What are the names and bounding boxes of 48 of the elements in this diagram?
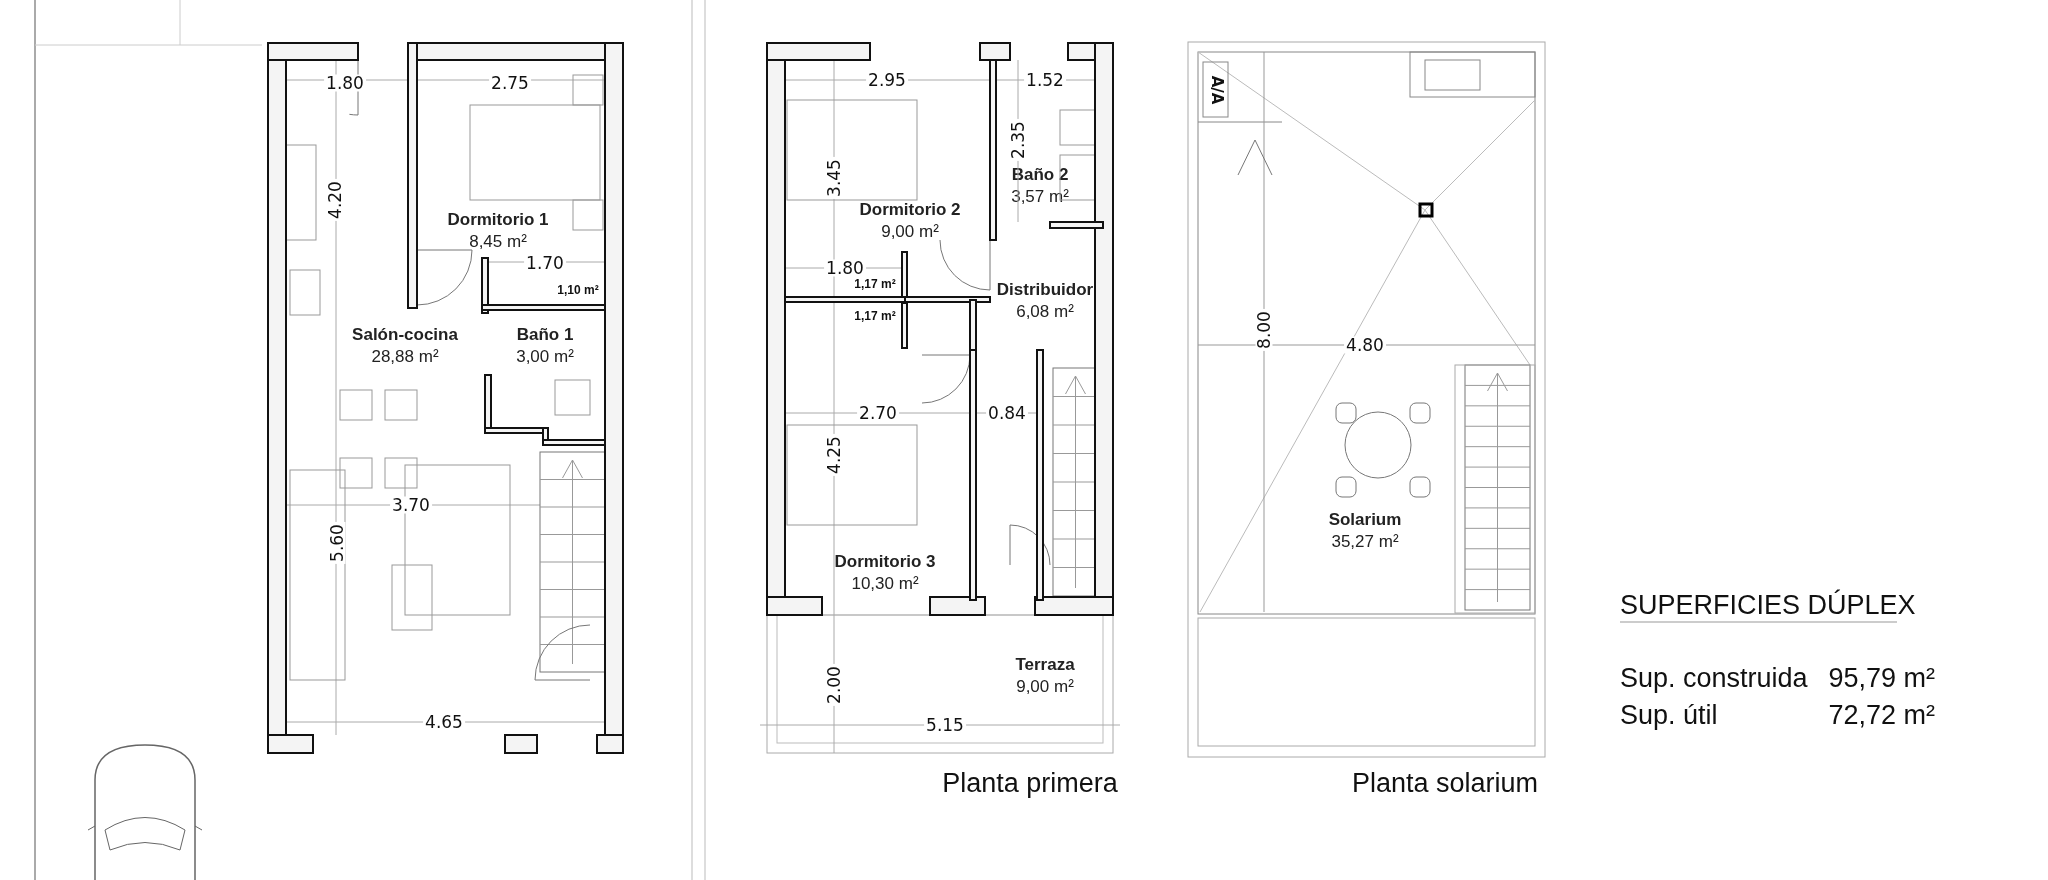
room-name: Dormitorio 1	[447, 210, 549, 228]
room-name: Baño 2	[1011, 165, 1069, 183]
dimension-label: 1.80	[324, 74, 366, 92]
area-value: 1,10 m²	[555, 284, 601, 296]
area-value: 1,17 m²	[852, 278, 898, 290]
dimension-label: 1.80	[824, 259, 866, 277]
plan-caption: Planta primera	[942, 769, 1118, 797]
dimension-label: 5.60	[328, 522, 346, 564]
room-area-value: 3,00 m²	[516, 347, 574, 365]
room-name: Dormitorio 3	[834, 552, 936, 570]
area-value: 1,17 m²	[852, 310, 898, 322]
room-name: Solarium	[1328, 510, 1402, 528]
dimension-label: 0.84	[986, 404, 1028, 422]
room-area-value: 6,08 m²	[1016, 302, 1074, 320]
dimension-label: 4.25	[825, 434, 843, 476]
room-area-value: 35,27 m²	[1331, 532, 1399, 550]
dimension-label: 2.75	[489, 74, 531, 92]
room-name: Distribuidor	[996, 280, 1094, 298]
room-name: Dormitorio 2	[859, 200, 961, 218]
room-name: Salón-cocina	[352, 325, 458, 343]
room-area-value: 9,00 m²	[1016, 677, 1074, 695]
dimension-label: 5.15	[924, 716, 966, 734]
room-name: Terraza	[1015, 655, 1075, 673]
room-area-value: 3,57 m²	[1011, 187, 1069, 205]
room-area-value: 10,30 m²	[851, 574, 919, 592]
dimension-label: 1.70	[524, 254, 566, 272]
dimension-label: 2.95	[866, 71, 908, 89]
dimension-label: 2.00	[825, 664, 843, 706]
dimension-label: 2.70	[857, 404, 899, 422]
dimension-label: 1.52	[1024, 71, 1066, 89]
dimension-label: 3.70	[390, 496, 432, 514]
dimension-label: 4.20	[326, 179, 344, 221]
room-area-value: 8,45 m²	[469, 232, 527, 250]
dimension-label: 2.35	[1009, 119, 1027, 161]
area-label: Sup. construida	[1620, 664, 1808, 692]
section-heading: SUPERFICIES DÚPLEX	[1620, 591, 1916, 619]
equipment-label: A/A	[1208, 75, 1224, 105]
plan-caption: Planta solarium	[1351, 769, 1539, 797]
room-area-value: 9,00 m²	[881, 222, 939, 240]
area-value: 95,79 m²	[1828, 664, 1935, 692]
area-label: Sup. útil	[1620, 701, 1718, 729]
area-value: 72,72 m²	[1828, 701, 1935, 729]
room-name: Baño 1	[516, 325, 574, 343]
dimension-label: 4.65	[423, 713, 465, 731]
dimension-label: 8.00	[1255, 309, 1273, 351]
room-area-value: 28,88 m²	[371, 347, 439, 365]
dimension-label: 4.80	[1344, 336, 1386, 354]
dimension-label: 3.45	[825, 157, 843, 199]
